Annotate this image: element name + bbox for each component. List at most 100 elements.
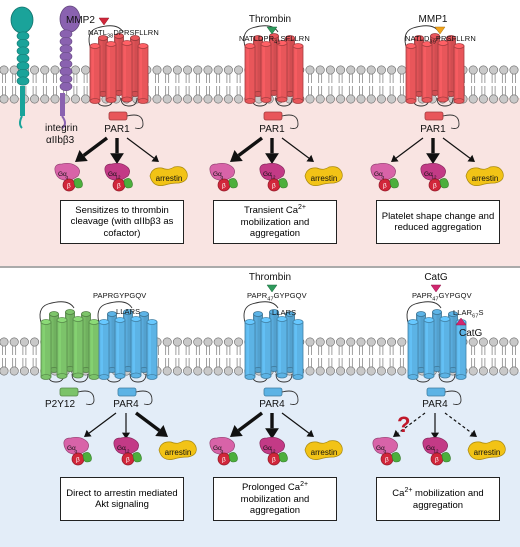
- lipid-head: [356, 65, 366, 75]
- helix-8: [108, 111, 128, 121]
- lipid-head: [387, 337, 397, 347]
- bottom-panel2-gq-arrow-icon: [230, 411, 264, 437]
- lipid-head: [489, 65, 499, 75]
- lipid-head: [213, 94, 223, 104]
- arrow-shaft: [442, 137, 471, 159]
- lipid-head: [387, 94, 397, 104]
- lipid-head: [376, 337, 386, 347]
- intracellular-loop: [129, 373, 147, 383]
- g-beta-label: β: [117, 183, 121, 190]
- g-gamma-subunit: [389, 178, 399, 189]
- helix-bottom: [292, 374, 304, 380]
- helix-top: [292, 43, 304, 49]
- helix-highlight: [116, 36, 119, 93]
- lipid-head: [70, 94, 80, 104]
- g-gamma-subunit: [123, 178, 133, 189]
- g-alpha-subunit: [63, 436, 89, 455]
- arrow-shaft: [395, 137, 424, 159]
- helix-highlight: [51, 314, 54, 370]
- g-gamma-subunit: [228, 452, 238, 463]
- lipid-head: [376, 65, 386, 75]
- helix-top: [448, 311, 458, 317]
- helix-top: [260, 317, 272, 323]
- g-beta-label: β: [272, 457, 276, 464]
- bottom-panel1-gq-arrow-icon: [84, 412, 117, 437]
- helix-top: [423, 317, 435, 323]
- g-alpha-subunit: [259, 162, 285, 181]
- helix-8: [117, 387, 137, 397]
- g-alpha-label: Gα: [117, 445, 126, 452]
- helix-bottom: [244, 374, 256, 380]
- arrow-head: [230, 424, 243, 437]
- bottom-panel3-arrestin: arrestin: [467, 440, 506, 460]
- helix-highlight: [107, 44, 110, 100]
- arrow-head: [84, 429, 92, 437]
- g-alpha-label: Gα: [426, 445, 435, 452]
- lipid-head: [203, 65, 213, 75]
- helix-bottom: [130, 372, 142, 379]
- lipid-head: [478, 94, 488, 104]
- lipid-head: [397, 337, 407, 347]
- lipid-head: [172, 94, 182, 104]
- arrow-head: [306, 154, 314, 162]
- helix-highlight: [271, 36, 274, 93]
- lipid-head: [336, 337, 346, 347]
- lipid-head: [397, 65, 407, 75]
- outcome-text: Ca2+ mobilization and aggregation: [392, 487, 484, 511]
- helix-highlight: [100, 38, 103, 94]
- g-alpha-subscript: 12: [432, 175, 438, 180]
- lipid-head: [325, 337, 335, 347]
- lipid-head: [346, 65, 356, 75]
- lipid-head: [183, 337, 193, 347]
- n-terminus: [88, 25, 124, 51]
- helix-bottom: [89, 98, 101, 104]
- lipid-head: [387, 65, 397, 75]
- g-alpha-subscript: q: [384, 449, 387, 454]
- helix-top: [414, 35, 424, 41]
- n-terminus: [406, 301, 442, 327]
- helix-top: [114, 317, 126, 323]
- outcome-text: Platelet shape change and reduced aggreg…: [381, 210, 495, 233]
- lipid-head: [193, 366, 203, 376]
- helix-highlight: [132, 319, 135, 376]
- g-beta-label: β: [435, 457, 439, 464]
- arrestin-shape: [304, 440, 343, 460]
- helix-highlight: [450, 314, 453, 370]
- bottom-panel2-arrestin-arrow-icon: [281, 412, 314, 437]
- c-terminus: [126, 114, 144, 129]
- c-terminus: [442, 114, 460, 129]
- lipid-head: [50, 94, 60, 104]
- intracellular-loop: [71, 373, 89, 383]
- arrow-head: [121, 432, 131, 439]
- lipid-head: [356, 337, 366, 347]
- lipid-head: [193, 65, 203, 75]
- lipid-head: [183, 94, 193, 104]
- helix-top: [89, 43, 101, 49]
- helix-highlight: [423, 44, 426, 100]
- lipid-head: [40, 65, 50, 75]
- helix-top: [244, 319, 256, 325]
- g-gamma-subunit: [228, 178, 238, 189]
- integrin-bead: [59, 74, 73, 84]
- integrin-bead: [16, 61, 30, 71]
- integrin-alpha-stalk: [16, 31, 30, 86]
- outcome-box-arrestin: Direct to arrestin mediated Akt signalin…: [60, 477, 184, 521]
- outcome-box-transient: Transient Ca2+ mobilization and aggregat…: [213, 200, 337, 244]
- par1-receptor-2: [243, 25, 304, 129]
- par4-label-2: PAR4: [259, 399, 285, 410]
- integrin-label: integrin: [45, 123, 78, 134]
- arrestin-label: arrestin: [311, 448, 338, 457]
- integrin-bead: [59, 29, 73, 39]
- lipid-head: [0, 94, 9, 104]
- lipid-head: [315, 337, 325, 347]
- outcome-text: Sensitizes to thrombin cleavage (with αI…: [70, 204, 174, 239]
- lipid-head: [40, 94, 50, 104]
- arrow-head: [391, 154, 399, 162]
- c-terminus: [281, 390, 299, 405]
- helix-highlight: [83, 314, 86, 370]
- lipid-head: [234, 337, 244, 347]
- n-terminus: [404, 25, 440, 51]
